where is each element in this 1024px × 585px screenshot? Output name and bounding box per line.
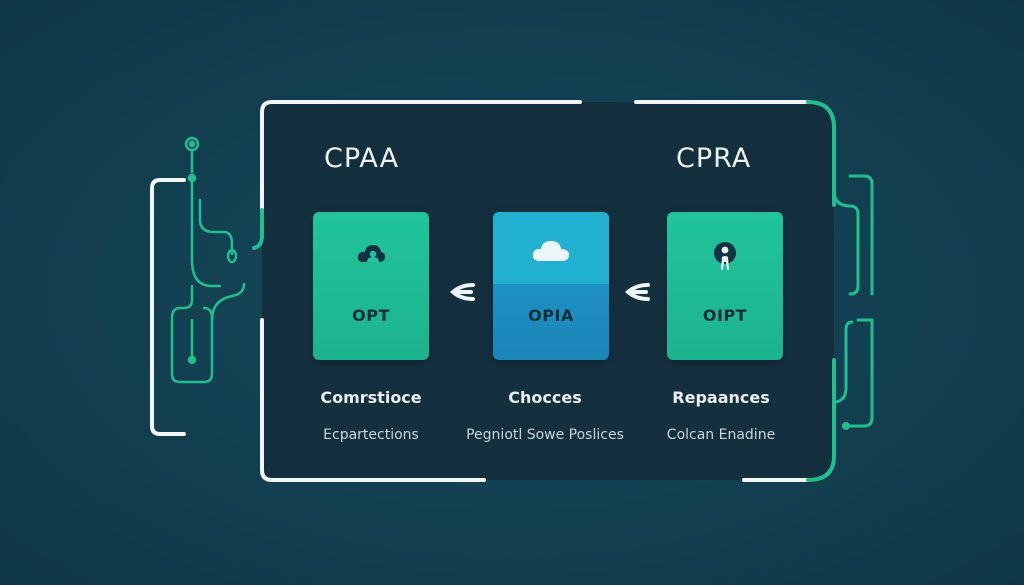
card-opia: OPIA <box>493 212 609 360</box>
heading-left: CPAA <box>324 143 400 174</box>
card-label: Repaances <box>672 388 770 407</box>
card-code: OPT <box>352 306 390 325</box>
heading-right: CPRA <box>676 143 752 174</box>
card-sublabel: Pegniotl Sowe Poslices <box>466 427 624 443</box>
left-circuit <box>170 136 246 384</box>
card-code: OIPT <box>702 306 748 325</box>
person-keyhole-icon <box>714 242 736 270</box>
arrow-left-icon <box>449 283 475 301</box>
card-label: Comrstioce <box>320 388 422 407</box>
left-bracket <box>150 178 186 436</box>
right-circuit <box>832 174 874 430</box>
card-oipt: OIPT <box>667 212 783 360</box>
card-sublabel: Colcan Enadine <box>666 427 776 443</box>
frame-left-accent <box>252 208 264 250</box>
arrow-left-icon <box>624 283 650 301</box>
card-code: OPIA <box>528 306 574 325</box>
card-sublabel: Ecpartections <box>323 427 419 443</box>
card-label: Chocces <box>508 388 582 407</box>
card-opt: OPT <box>313 212 429 360</box>
cloud-person-icon <box>357 245 386 262</box>
cloud-icon <box>532 241 569 261</box>
